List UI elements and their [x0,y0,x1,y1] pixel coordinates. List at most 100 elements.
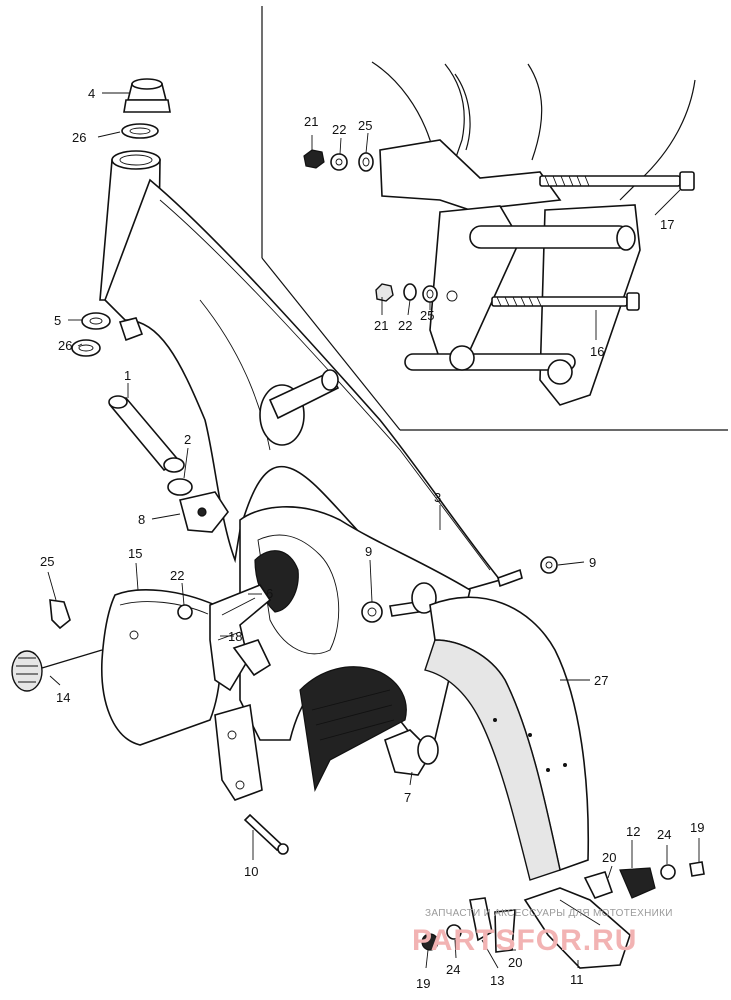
washer-hole [335,158,343,166]
inset-frame-curve [454,73,471,151]
bolt-16 [491,296,628,307]
bolt-17-head [679,171,695,191]
fender-hole [528,733,532,737]
detail-inset [261,6,728,431]
callout-22: 22 [332,122,346,137]
watermark: PARTSFOR.RU ЗАПЧАСТИ И АКСЕССУАРЫ ДЛЯ МО… [412,908,673,957]
nut-21 [303,149,325,169]
inset-frame-curve [527,63,543,161]
steering-nut-top [131,78,163,90]
bolt-thread [544,175,590,187]
cross-tube-upper [469,225,631,249]
washer-9 [361,601,383,623]
washer-9 [540,556,558,574]
race-bore [89,317,103,325]
nut-21 [375,283,394,302]
latch-bracket [209,584,289,855]
callout-27: 27 [594,673,608,688]
washer-25 [358,152,374,172]
bearing-race-26 [121,123,159,139]
callout-7: 7 [404,790,411,805]
bracket-11-edge [559,899,601,926]
callout-4: 4 [88,86,95,101]
fender-inner [424,639,561,881]
washer-hole [426,289,434,299]
knob-14 [11,650,43,692]
inset-border-diagonal [261,257,401,431]
mount-pin-end [321,369,339,391]
callout-25: 25 [420,308,434,323]
bolt-10 [243,813,284,852]
clamp-2 [167,478,193,496]
callout-13: 13 [490,973,504,988]
callout-26: 26 [72,130,86,145]
bolt-thread [496,296,542,307]
frame-seam [159,199,491,571]
bracket-hole [235,780,245,790]
fender-hole [493,718,497,722]
callout-19: 19 [690,820,704,835]
bolt-hole [446,290,458,302]
washer-24 [660,864,676,880]
callout-10: 10 [244,864,258,879]
callout-1: 1 [124,368,131,383]
tube-boss [449,345,475,371]
head-tube-top [111,150,161,170]
watermark-brand: PARTSFOR.RU [412,924,637,957]
head-tube-bore [119,154,153,166]
fender-hole [563,763,567,767]
washer-hole [367,607,377,617]
main-frame [99,150,558,792]
callout-19: 19 [416,976,430,991]
latch-clip [232,639,272,677]
frame-cutout [257,534,340,655]
plug-7-end [417,735,439,765]
grip-tube-end [108,395,128,409]
stud [497,568,523,588]
callout-22: 22 [398,318,412,333]
race-5 [81,312,111,330]
steering-nut-base [123,99,171,113]
callout-26: 26 [58,338,72,353]
race-26 [71,339,101,357]
tube-boss [547,359,573,385]
inset-bracket [379,139,562,211]
callout-21: 21 [304,114,318,129]
knob-rod [41,649,103,669]
mount-pin [268,370,340,420]
callout-12: 12 [626,824,640,839]
steering-head-parts [71,78,171,357]
callout-9: 9 [365,544,372,559]
callout-20: 20 [508,955,522,970]
plate-13 [469,897,493,942]
bolt-17 [539,175,681,187]
callout-2: 2 [184,432,191,447]
lower-bracket [214,703,263,801]
holder-hole [197,507,207,517]
callout-9: 9 [589,555,596,570]
bracket-hole [227,730,237,740]
cross-tube-lower [404,353,576,371]
callout-5: 5 [54,313,61,328]
grommet-22 [177,604,193,620]
bolt-16-head [626,292,640,311]
washer-hole [545,561,553,569]
clip-25 [49,599,71,630]
fender-hole [546,768,550,772]
callout-17: 17 [660,217,674,232]
leader-lines [47,92,700,969]
callout-18: 18 [228,629,242,644]
watermark-caption: ЗАПЧАСТИ И АКСЕССУАРЫ ДЛЯ МОТОТЕХНИКИ [425,908,673,919]
callout-22: 22 [170,568,184,583]
callout-16: 16 [590,344,604,359]
grip-tube-end [163,457,185,473]
washer-22 [330,153,348,171]
callout-labels: 4 26 5 26 1 2 8 25 15 22 6 18 14 9 3 9 2… [40,86,704,991]
callout-24: 24 [446,962,460,977]
callout-25: 25 [358,118,372,133]
bracket-11 [523,887,631,969]
callout-21: 21 [374,318,388,333]
callout-25: 25 [40,554,54,569]
small-parts [108,395,439,776]
